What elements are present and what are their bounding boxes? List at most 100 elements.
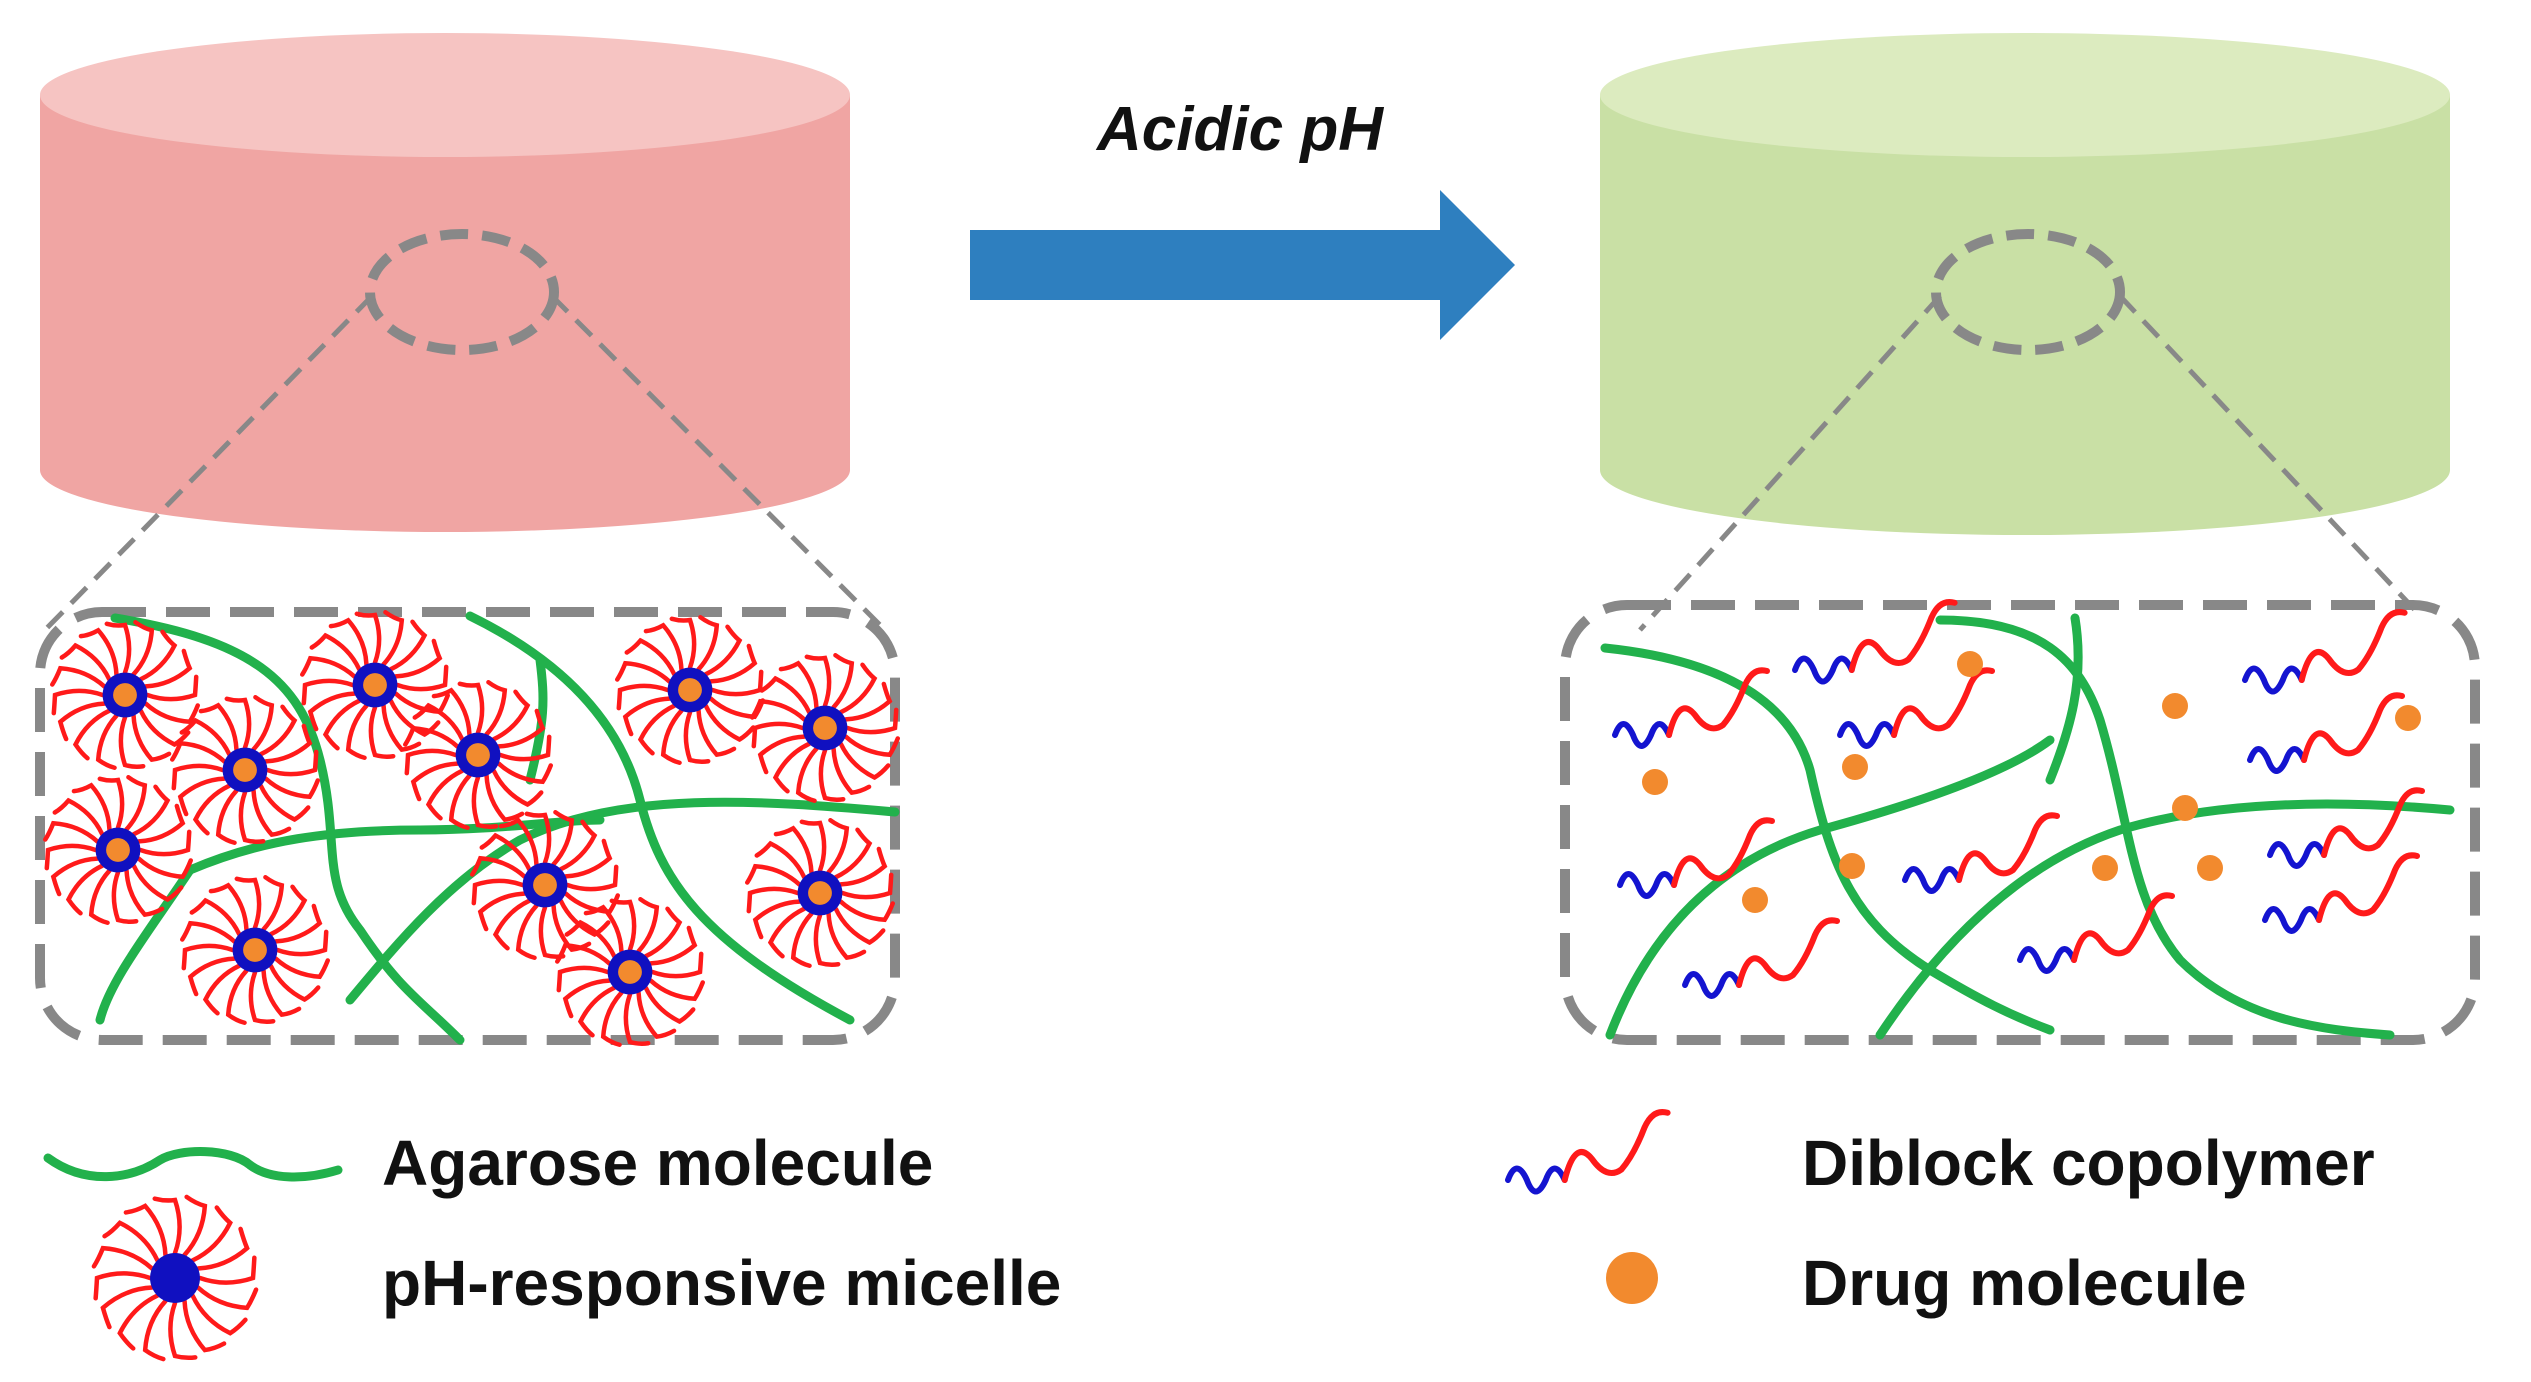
micelle-corona-chain: [100, 1285, 155, 1330]
micelle-corona-chain: [554, 942, 612, 966]
micelle-drug-load: [113, 683, 137, 707]
micelle-corona-chain: [624, 637, 677, 677]
micelle: [554, 896, 706, 1047]
micelle-corona-chain: [42, 820, 100, 844]
diblock-copolymer: [1902, 812, 2060, 894]
copolymer-hydrophilic-block: [2298, 609, 2408, 683]
micelle-corona-chain: [492, 898, 532, 951]
micelle-corona-chain: [563, 891, 621, 915]
diblock-copolymer: [1612, 667, 1770, 749]
micelle-corona-chain: [72, 708, 112, 761]
micelle-corona-chain: [790, 911, 814, 969]
micelle-corona-chain: [583, 904, 624, 954]
micelle-corona-chain: [59, 642, 112, 682]
micelle-corona-chain: [833, 906, 886, 946]
micelle-corona-chain: [182, 1194, 208, 1258]
micelle-corona-chain: [818, 748, 846, 802]
micelle-drug-load: [466, 743, 490, 767]
diblock-copolymer: [1837, 667, 1995, 749]
micelle-corona-chain: [754, 840, 807, 880]
drug-molecule: [2162, 693, 2188, 719]
micelle-corona-chain: [498, 734, 552, 762]
legend-copolymer: Diblock copolymer: [1505, 1109, 2375, 1199]
micelle-corona-chain: [198, 702, 239, 752]
micelle-corona-chain: [50, 856, 100, 897]
micelle-corona-chain: [258, 704, 298, 757]
micelle-corona-chain: [660, 708, 684, 766]
micelle-corona-chain: [123, 1203, 168, 1258]
micelle-corona-chain: [136, 856, 194, 880]
micelle-corona-chain: [479, 832, 532, 872]
copolymer-hydrophobic-block: [2247, 746, 2307, 774]
micelle-drug-load: [678, 678, 702, 702]
micelle-corona-chain: [136, 803, 186, 844]
micelle-corona-chain: [648, 978, 706, 1002]
copolymer-hydrophilic-block: [2321, 787, 2425, 858]
right-zoom-lines: [1638, 294, 2417, 632]
micelle-corona-chain: [145, 674, 199, 702]
micelle-corona-chain: [564, 919, 617, 959]
micelle-corona-chain: [831, 746, 872, 796]
micelle-corona-chain: [826, 817, 850, 875]
micelle-corona-chain: [404, 748, 458, 776]
micelle-corona-chain: [767, 906, 807, 959]
micelle: [299, 609, 451, 761]
copolymer-hydrophobic-block: [2017, 946, 2077, 974]
copolymer-hydrophobic-block: [2267, 841, 2327, 869]
micelle-corona-chain: [187, 956, 237, 997]
diblock-copolymer: [2242, 609, 2408, 695]
micelle-corona-chain: [708, 643, 758, 684]
micelle-corona-chain: [648, 925, 698, 966]
legend-drug-label: Drug molecule: [1802, 1247, 2247, 1319]
micelle-corona-chain: [143, 701, 201, 725]
micelle-corona-chain: [131, 784, 171, 837]
micelle-core: [150, 1253, 200, 1303]
micelle-corona-chain: [265, 749, 319, 777]
micelle-corona-chain: [558, 898, 611, 938]
micelle-corona-chain: [448, 773, 472, 831]
legend-micelle: pH-responsive micelle: [91, 1194, 1061, 1362]
copolymer-hydrophilic-block: [2301, 692, 2405, 763]
micelle-corona-chain: [845, 707, 899, 735]
left-agarose-network: [95, 611, 900, 1045]
left-zoom-lines: [43, 294, 887, 632]
micelle-corona-chain: [179, 717, 232, 757]
micelle-corona-chain: [484, 679, 508, 737]
micelle-drug-load: [243, 938, 267, 962]
copolymer-hydrophobic-block: [1612, 721, 1672, 749]
micelle-corona-chain: [551, 809, 575, 867]
copolymer-hydrophilic-block: [1671, 817, 1775, 888]
copolymer-hydrophobic-block: [1617, 871, 1677, 899]
micelle-corona-chain: [261, 874, 285, 932]
drug-molecule: [1957, 651, 1983, 677]
micelle-corona-chain: [251, 788, 292, 838]
micelle-corona-chain: [563, 838, 613, 879]
micelle-corona-chain: [224, 696, 252, 750]
copolymer-hydrophilic-block: [1848, 599, 1958, 673]
micelle-corona-chain: [614, 660, 672, 684]
micelle-corona-chain: [124, 774, 148, 832]
micelle-corona-chain: [498, 817, 539, 867]
micelle-corona-chain: [778, 660, 819, 710]
micelle-corona-chain: [551, 903, 592, 953]
right-drug-group: [1642, 651, 2421, 913]
copolymer-hydrophilic-block: [1666, 667, 1770, 738]
drug-molecule: [1839, 853, 1865, 879]
micelle-corona-chain: [195, 1285, 259, 1311]
micelle: [749, 652, 901, 804]
micelle-corona-chain: [273, 956, 331, 980]
diblock-copolymer: [2247, 692, 2405, 774]
micelle-corona-chain: [225, 968, 249, 1025]
micelle-corona-chain: [251, 694, 275, 752]
micelle-corona-chain: [402, 725, 460, 749]
micelle-corona-chain: [703, 624, 743, 677]
legend-copolymer-swatch: [1505, 1109, 1671, 1195]
copolymer-hydrophilic-block: [1891, 667, 1995, 738]
micelle-corona-chain: [622, 696, 672, 737]
micelle-drug-load: [618, 960, 642, 984]
micelle-corona-chain: [471, 878, 525, 906]
legend-drug-swatch: [1606, 1252, 1658, 1304]
micelle-corona-chain: [354, 611, 382, 665]
micelle-corona-chain: [179, 920, 237, 944]
